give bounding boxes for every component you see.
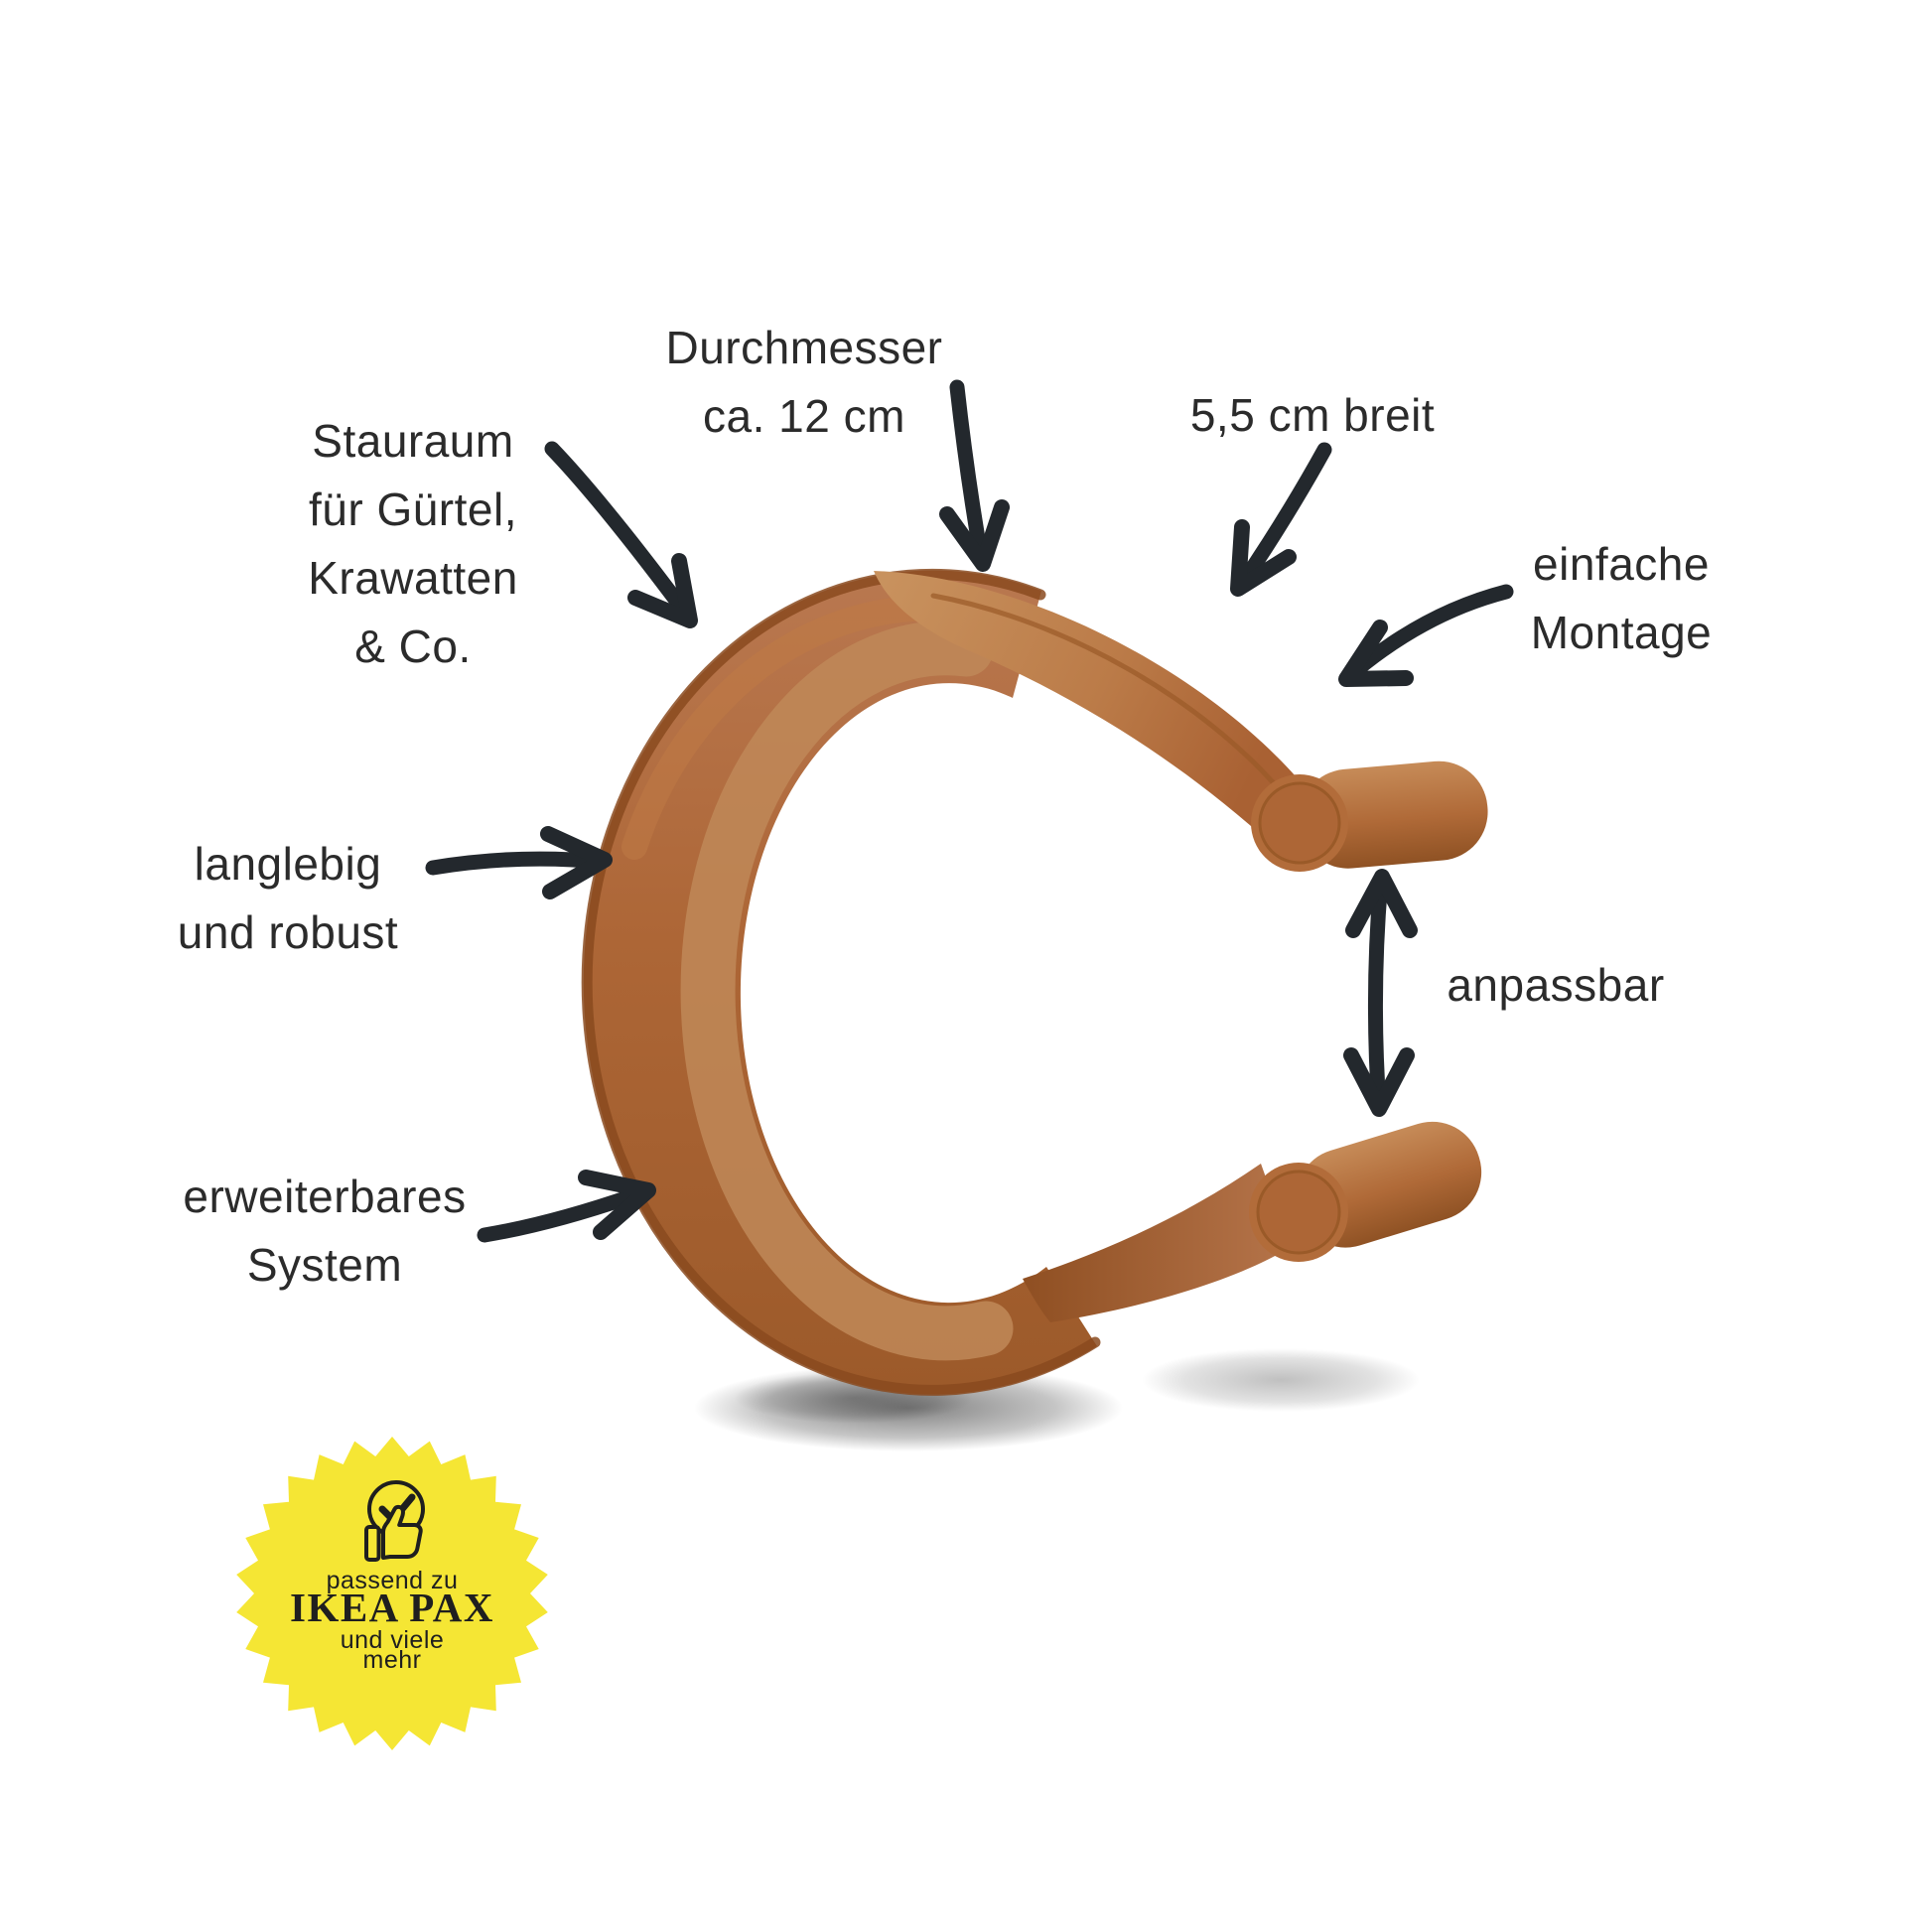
arrow-diameter [939,379,1010,572]
product-ring [581,568,1101,1396]
arrow-storage [544,441,698,628]
thumbs-up-check-icon [364,1480,425,1562]
label-assembly: einfache Montage [1530,538,1713,658]
badge-line-top: passend zu [326,1567,459,1594]
arrow-width [1230,442,1332,597]
label-diameter: Durchmesser ca. 12 cm [665,322,943,442]
starburst-shape [236,1437,548,1750]
starburst-background [236,1437,548,1750]
badge-line-bottom-2: mehr [362,1646,422,1674]
label-expandable: erweiterbares System [183,1171,467,1291]
label-width: 5,5 cm breit [1189,389,1436,441]
badge-brand: IKEA PAX [289,1585,494,1630]
badge-line-bottom-1: und viele [340,1626,445,1654]
arrow-assembly [1338,584,1514,687]
arrow-durability [425,826,613,899]
arrow-expandable [477,1170,656,1243]
arrow-adjustable-double [1343,869,1418,1117]
product-hook-bottom [1249,1121,1482,1262]
label-storage: Stauraum für Gürtel, Krawatten & Co. [308,415,518,672]
product-strap-top [874,571,1301,872]
label-adjustable: anpassbar [1447,959,1665,1011]
product-strap-bottom [1023,1164,1291,1322]
label-durability: langlebig und robust [177,838,399,958]
ikea-pax-badge: passend zu IKEA PAX und viele mehr [228,1430,556,1757]
product-hook-top [1251,760,1488,872]
